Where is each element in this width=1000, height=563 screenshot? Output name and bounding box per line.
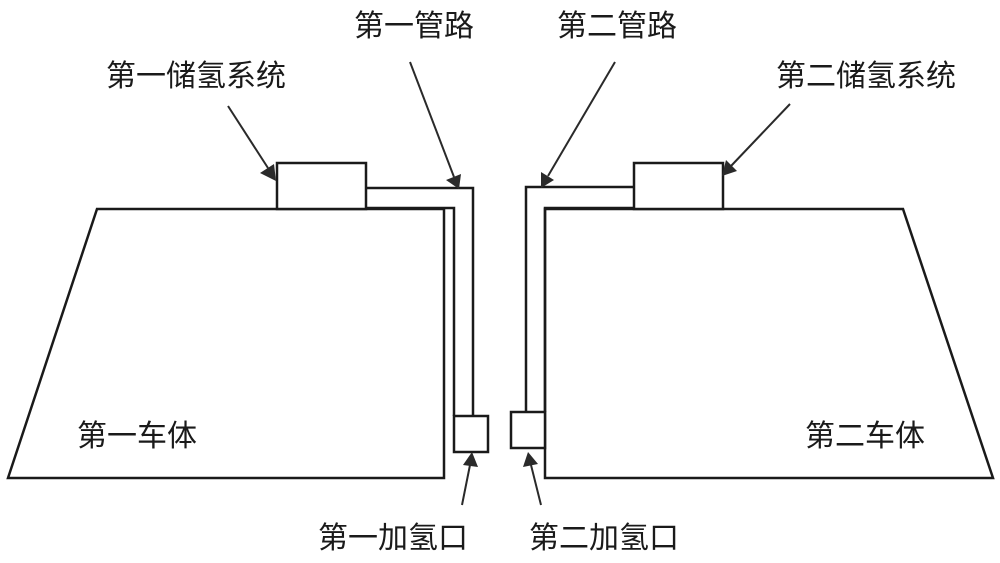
leader-pipe-1	[410, 62, 461, 189]
label-body-2: 第二车体	[805, 419, 925, 454]
leader-pipe-2	[541, 62, 615, 188]
first-vehicle-body	[8, 209, 444, 478]
leader-port-2	[523, 452, 541, 505]
leader-storage-1	[228, 106, 276, 181]
label-pipe-2: 第二管路	[557, 9, 677, 44]
first-refuel-port	[454, 416, 488, 452]
leader-port-1	[462, 452, 478, 505]
second-storage-system	[634, 163, 723, 209]
second-vehicle-body	[545, 209, 993, 478]
label-storage-2: 第二储氢系统	[776, 59, 956, 94]
label-storage-1: 第一储氢系统	[106, 59, 286, 94]
first-storage-system	[277, 163, 366, 209]
leader-storage-2	[722, 104, 790, 176]
second-refuel-port	[511, 412, 545, 448]
label-pipe-1: 第一管路	[354, 9, 474, 44]
label-body-1: 第一车体	[77, 419, 197, 454]
label-port-2: 第二加氢口	[529, 521, 679, 556]
label-port-1: 第一加氢口	[318, 521, 468, 556]
